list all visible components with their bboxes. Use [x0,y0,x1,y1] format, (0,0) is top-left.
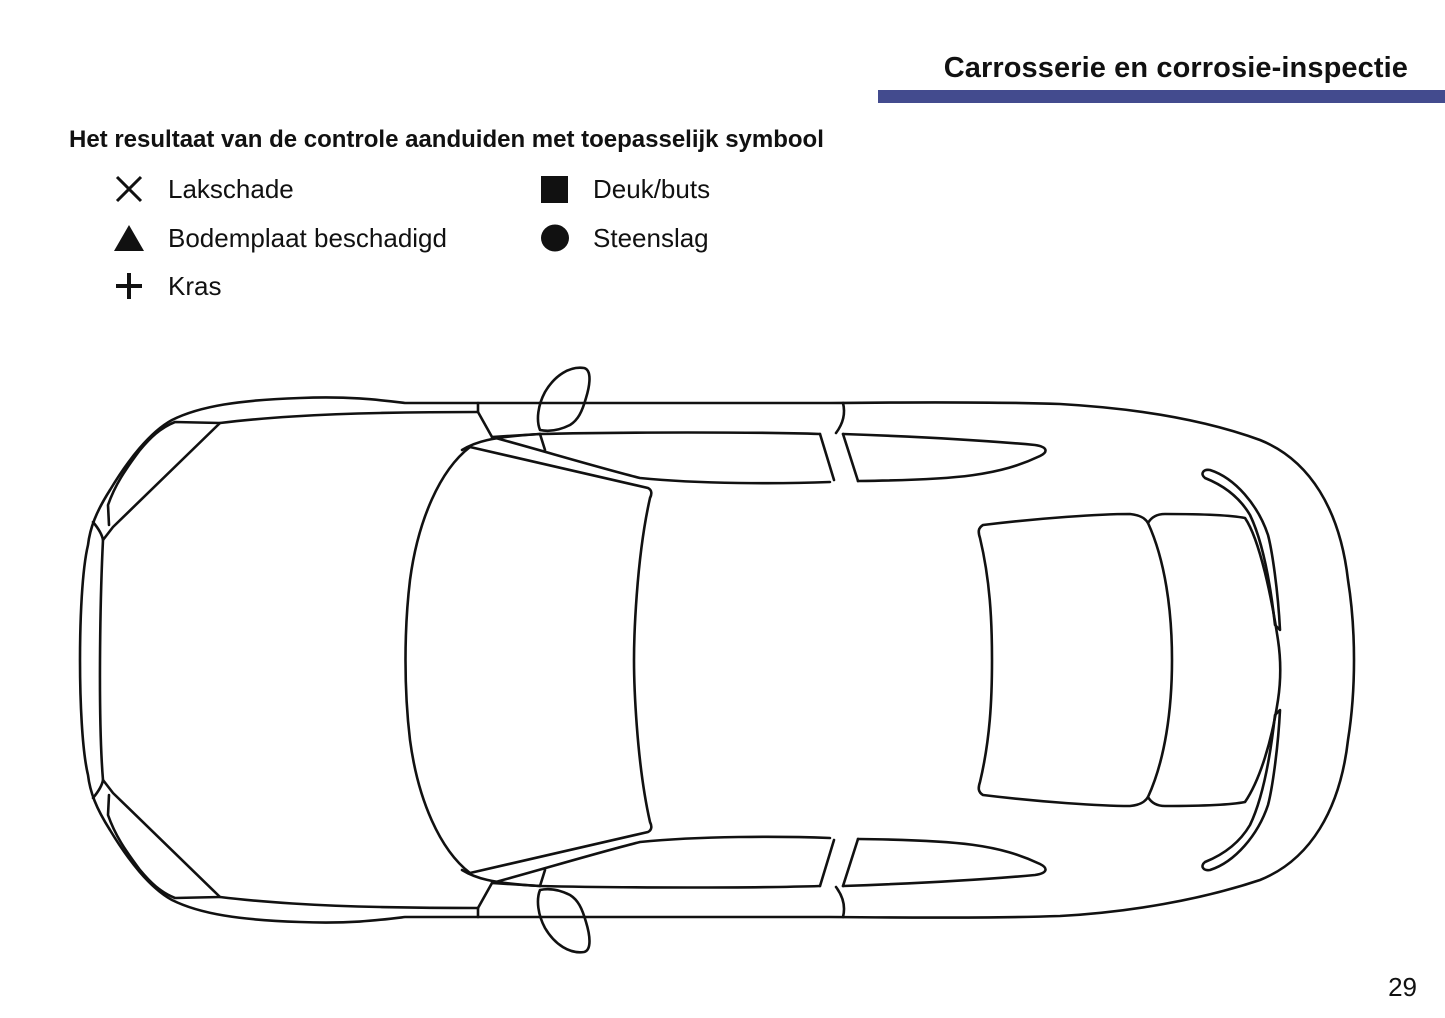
title-accent-bar [878,90,1445,103]
front-door-window-left [490,435,832,485]
car-body-outline[interactable] [78,396,1356,924]
roof-area[interactable] [660,500,960,820]
plus-icon [113,270,145,302]
b-pillar-right [818,837,860,888]
legend-label: Lakschade [168,173,294,204]
legend-label: Bodemplaat beschadigd [168,222,447,253]
square-icon [538,173,570,205]
b-pillar-top-left [834,401,846,435]
front-bumper-line [98,538,105,782]
rear-door-window-left [841,432,1047,483]
b-pillar-left [818,432,860,483]
legend-label: Steenslag [593,222,709,253]
legend-item-deuk: Deuk/buts [538,171,710,207]
hood-upper-edge [218,410,480,425]
mirror-base-left [538,432,547,452]
right-mirror [536,887,591,954]
windshield-bottom-frame [460,868,822,889]
rear-window[interactable] [977,512,1174,808]
trunk-lid[interactable] [1146,512,1282,808]
rear-light-left [1201,468,1282,632]
a-pillar-right [476,881,542,919]
rear-door-window-right [841,837,1047,888]
rear-light-right [1201,708,1282,872]
legend-item-lakschade: Lakschade [113,171,294,207]
front-right-light [91,778,222,900]
mirror-base-right [538,868,547,888]
circle-icon [538,222,570,254]
instruction-text: Het resultaat van de controle aanduiden … [69,126,824,153]
x-mark-icon [113,173,145,205]
left-mirror [536,366,591,433]
b-pillar-top-right [834,885,846,919]
front-left-light [91,420,222,542]
a-pillar-left [476,401,542,439]
hood-lower-edge [218,895,480,910]
triangle-icon [113,222,145,254]
windshield-top-frame [460,431,822,452]
page-number: 29 [1388,972,1417,1002]
legend-item-bodemplaat: Bodemplaat beschadigd [113,220,447,256]
legend-item-steenslag: Steenslag [538,220,709,256]
windshield[interactable] [404,445,653,875]
legend-item-kras: Kras [113,268,221,304]
legend-label: Deuk/buts [593,173,711,204]
front-door-window-right [490,835,832,885]
legend-label: Kras [168,270,222,301]
section-title: Carrosserie en corrosie-inspectie [943,52,1408,84]
